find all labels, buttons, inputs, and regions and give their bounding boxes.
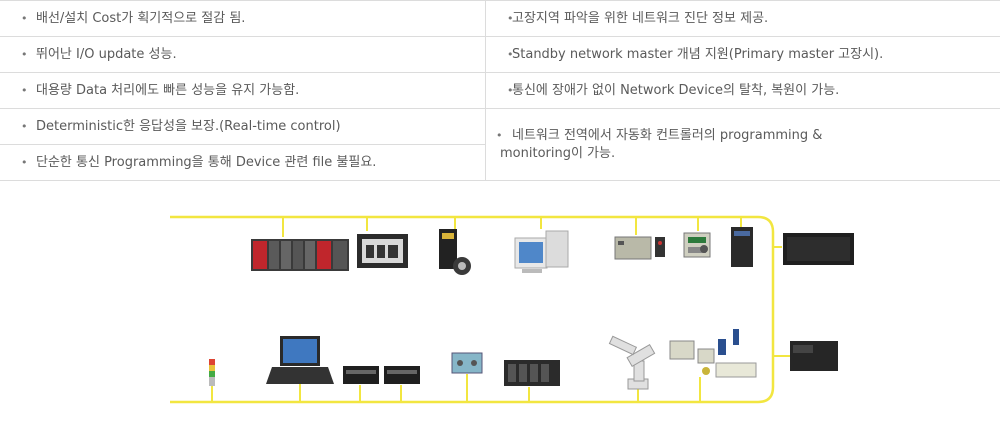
io-module-icon (683, 232, 711, 258)
feature-row: 뛰어난 I/O update 성능. (0, 37, 485, 73)
feature-row: Standby network master 개념 지원(Primary mas… (486, 37, 1000, 73)
io-block-icon (384, 366, 420, 384)
plc-rack-icon (504, 360, 560, 386)
feature-text-multiline: 네트워크 전역에서 자동화 컨트롤러의 programming & monito… (486, 127, 822, 163)
feature-text: 뛰어난 I/O update 성능. (0, 46, 177, 64)
top-drop-lines (282, 217, 782, 248)
signal-tower-icon (209, 359, 215, 386)
robot-arm-icon (608, 335, 656, 390)
io-block-icon (343, 366, 379, 384)
network-diagram-svg (170, 215, 854, 404)
feature-row: 통신에 장애가 없이 Network Device의 탈착, 복원이 가능. (486, 73, 1000, 109)
feature-text: 배선/설치 Cost가 획기적으로 절감 됨. (0, 10, 245, 28)
feature-text: 고장지역 파악을 위한 네트워크 진단 정보 제공. (486, 10, 768, 28)
sensor-cluster-icon (669, 329, 757, 378)
drive-unit-icon (790, 341, 838, 371)
feature-text: Deterministic한 응답성을 보장.(Real-time contro… (0, 118, 341, 136)
io-module-icon (614, 236, 665, 260)
feature-text: Standby network master 개념 지원(Primary mas… (486, 46, 883, 64)
feature-row: 단순한 통신 Programming을 통해 Device 관련 file 불필… (0, 145, 485, 181)
feature-row: 네트워크 전역에서 자동화 컨트롤러의 programming & monito… (486, 109, 1000, 181)
feature-column-left: 배선/설치 Cost가 획기적으로 절감 됨. 뛰어난 I/O update 성… (0, 1, 486, 181)
feature-row: 대용량 Data 처리에도 빠른 성능을 유지 가능함. (0, 73, 485, 109)
network-diagram (0, 181, 1000, 440)
network-ring-line (170, 215, 775, 404)
feature-text-line: 네트워크 전역에서 자동화 컨트롤러의 programming & (512, 128, 823, 143)
servo-drive-icon (439, 229, 471, 275)
feature-text: 단순한 통신 Programming을 통해 Device 관련 file 불필… (0, 154, 376, 172)
feature-row: 고장지역 파악을 위한 네트워크 진단 정보 제공. (486, 1, 1000, 37)
plc-rack-icon (251, 239, 349, 271)
feature-text-line: monitoring이 가능. (500, 146, 616, 161)
feature-column-right: 고장지역 파악을 위한 네트워크 진단 정보 제공. Standby netwo… (486, 1, 1000, 181)
hmi-panel-icon (357, 234, 408, 268)
feature-table: 배선/설치 Cost가 획기적으로 절감 됨. 뛰어난 I/O update 성… (0, 0, 1000, 181)
feature-row: Deterministic한 응답성을 보장.(Real-time contro… (0, 109, 485, 145)
display-panel-icon (783, 233, 854, 265)
pc-monitor-icon (514, 230, 569, 273)
feature-text: 대용량 Data 처리에도 빠른 성능을 유지 가능함. (0, 82, 299, 100)
laptop-icon (266, 336, 334, 384)
sensor-module-icon (451, 352, 483, 374)
controller-icon (731, 227, 753, 267)
bottom-drop-lines (211, 355, 790, 402)
feature-text: 통신에 장애가 없이 Network Device의 탈착, 복원이 가능. (486, 82, 839, 100)
feature-row: 배선/설치 Cost가 획기적으로 절감 됨. (0, 1, 485, 37)
